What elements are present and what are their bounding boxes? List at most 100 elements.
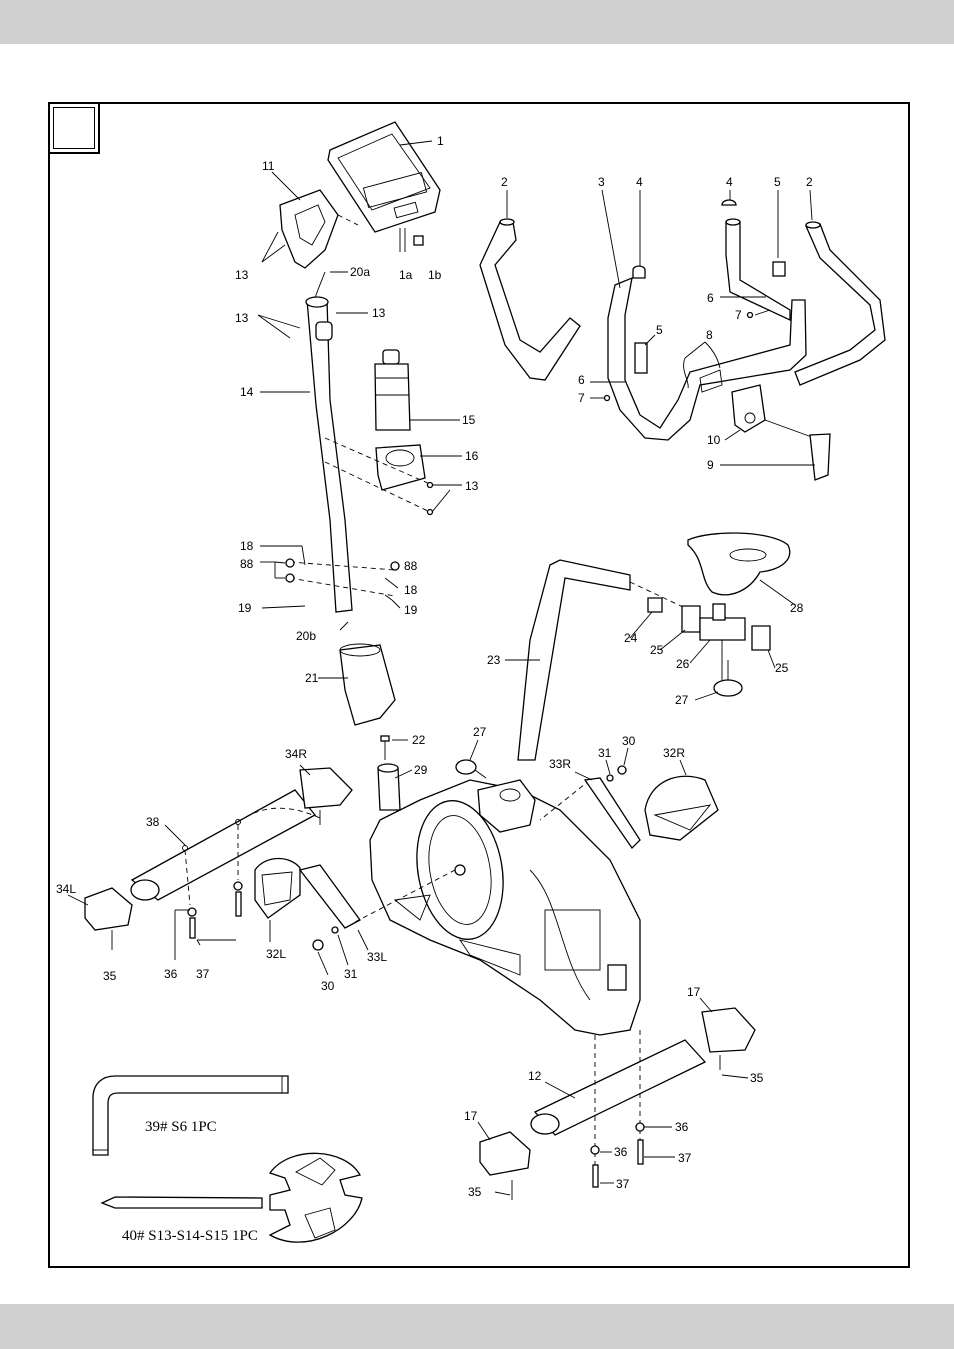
part-label-p88b: 88	[404, 559, 418, 573]
part-label-p27a: 27	[473, 725, 487, 739]
part-label-p7a: 7	[735, 308, 742, 322]
console-bracket-part	[279, 189, 339, 269]
end-cap-17-left-part	[479, 1131, 531, 1200]
part-label-p14: 14	[240, 385, 254, 399]
part-label-p35a: 35	[103, 969, 117, 983]
diagram-frame	[48, 102, 910, 1268]
allen-key-tool	[92, 1075, 289, 1156]
part-label-p10: 10	[707, 433, 721, 447]
part-label-p1b: 1b	[428, 268, 442, 282]
end-cap-34r-part	[299, 767, 353, 825]
part-label-p2a: 2	[501, 175, 508, 189]
end-cap-17-right-part	[701, 1007, 756, 1070]
part-label-p20b: 20b	[296, 629, 316, 643]
part-label-p13c: 13	[372, 306, 386, 320]
part-label-p20a: 20a	[350, 265, 370, 279]
part-label-p11: 11	[262, 159, 275, 173]
wrench-tool	[100, 1152, 363, 1243]
part-label-p28: 28	[790, 601, 804, 615]
saddle-part	[687, 532, 791, 596]
part-label-p32R: 32R	[663, 746, 685, 760]
wrench-label: 40# S13-S14-S15 1PC	[122, 1228, 258, 1244]
handlebar-left-part	[479, 218, 581, 381]
water-bottle-part	[374, 349, 411, 431]
header-bar	[0, 0, 954, 44]
part-label-p32L: 32L	[266, 947, 286, 961]
step-number-box	[48, 102, 100, 154]
part-label-p33L: 33L	[367, 950, 387, 964]
handlebar-center-part	[607, 218, 807, 441]
seat-adjuster-part	[731, 384, 831, 481]
part-label-p12: 12	[528, 1069, 542, 1083]
left-crank-part	[298, 864, 361, 951]
part-label-p18b: 18	[404, 583, 418, 597]
part-label-p4a: 4	[636, 175, 643, 189]
part-label-p25b: 25	[775, 661, 789, 675]
part-label-p37c: 37	[678, 1151, 692, 1165]
part-label-p24: 24	[624, 631, 638, 645]
seat-post-part	[517, 559, 631, 761]
part-label-p31a: 31	[598, 746, 612, 760]
part-label-p19a: 19	[238, 601, 252, 615]
part-label-p5a: 5	[774, 175, 781, 189]
part-label-p7b: 7	[578, 391, 585, 405]
part-label-p18a: 18	[240, 539, 254, 553]
part-label-p34R: 34R	[285, 747, 307, 761]
part-label-p36b: 36	[614, 1145, 628, 1159]
left-pedal-part	[254, 857, 301, 919]
part-label-p13a: 13	[235, 268, 249, 282]
footer-bar	[0, 1304, 954, 1349]
part-label-p26: 26	[676, 657, 690, 671]
front-stabilizer-part	[530, 1039, 707, 1136]
frame-knob-part	[455, 759, 487, 779]
part-label-p6b: 6	[578, 373, 585, 387]
part-label-p38: 38	[146, 815, 160, 829]
part-label-p4b: 4	[726, 175, 733, 189]
part-label-p17a: 17	[687, 985, 701, 999]
part-label-p37a: 37	[196, 967, 210, 981]
part-label-p31b: 31	[344, 967, 358, 981]
part-label-p1: 1	[437, 134, 444, 148]
part-label-p6a: 6	[707, 291, 714, 305]
part-label-p35b: 35	[750, 1071, 764, 1085]
part-label-p30b: 30	[321, 979, 335, 993]
part-label-p29: 29	[414, 763, 428, 777]
part-label-p2b: 2	[806, 175, 813, 189]
part-label-p19b: 19	[404, 603, 418, 617]
part-label-p3: 3	[598, 175, 605, 189]
allen-key-label: 39# S6 1PC	[145, 1119, 217, 1135]
part-label-p30a: 30	[622, 734, 636, 748]
right-crank-part	[583, 765, 641, 850]
part-label-p16: 16	[465, 449, 479, 463]
part-label-p17b: 17	[464, 1109, 478, 1123]
part-label-p35c: 35	[468, 1185, 482, 1199]
console-part	[327, 121, 441, 252]
part-label-p5b: 5	[656, 323, 663, 337]
part-label-p25a: 25	[650, 643, 664, 657]
part-label-p13b: 13	[235, 311, 249, 325]
part-label-p13d: 13	[465, 479, 479, 493]
part-label-p34L: 34L	[56, 882, 76, 896]
part-label-p8: 8	[706, 328, 713, 342]
part-label-p21: 21	[305, 671, 319, 685]
part-label-p36c: 36	[675, 1120, 689, 1134]
cover-part	[339, 643, 396, 726]
part-label-p36a: 36	[164, 967, 178, 981]
end-cap-34l-part	[84, 887, 133, 950]
upright-tube-part	[305, 296, 353, 613]
handlebar-right-part	[794, 221, 886, 386]
part-label-p33R: 33R	[549, 757, 571, 771]
part-label-p37b: 37	[616, 1177, 630, 1191]
bottle-holder-part	[375, 444, 426, 491]
upright-post-part	[377, 735, 401, 811]
part-label-p23: 23	[487, 653, 501, 667]
seat-knob-part	[713, 660, 743, 697]
step-number-box-inner	[53, 107, 95, 149]
seat-slider-part	[699, 603, 746, 680]
part-label-p88a: 88	[240, 557, 254, 571]
part-label-p9: 9	[707, 458, 714, 472]
bike-frame-part	[369, 779, 641, 1036]
part-label-p22: 22	[412, 733, 426, 747]
